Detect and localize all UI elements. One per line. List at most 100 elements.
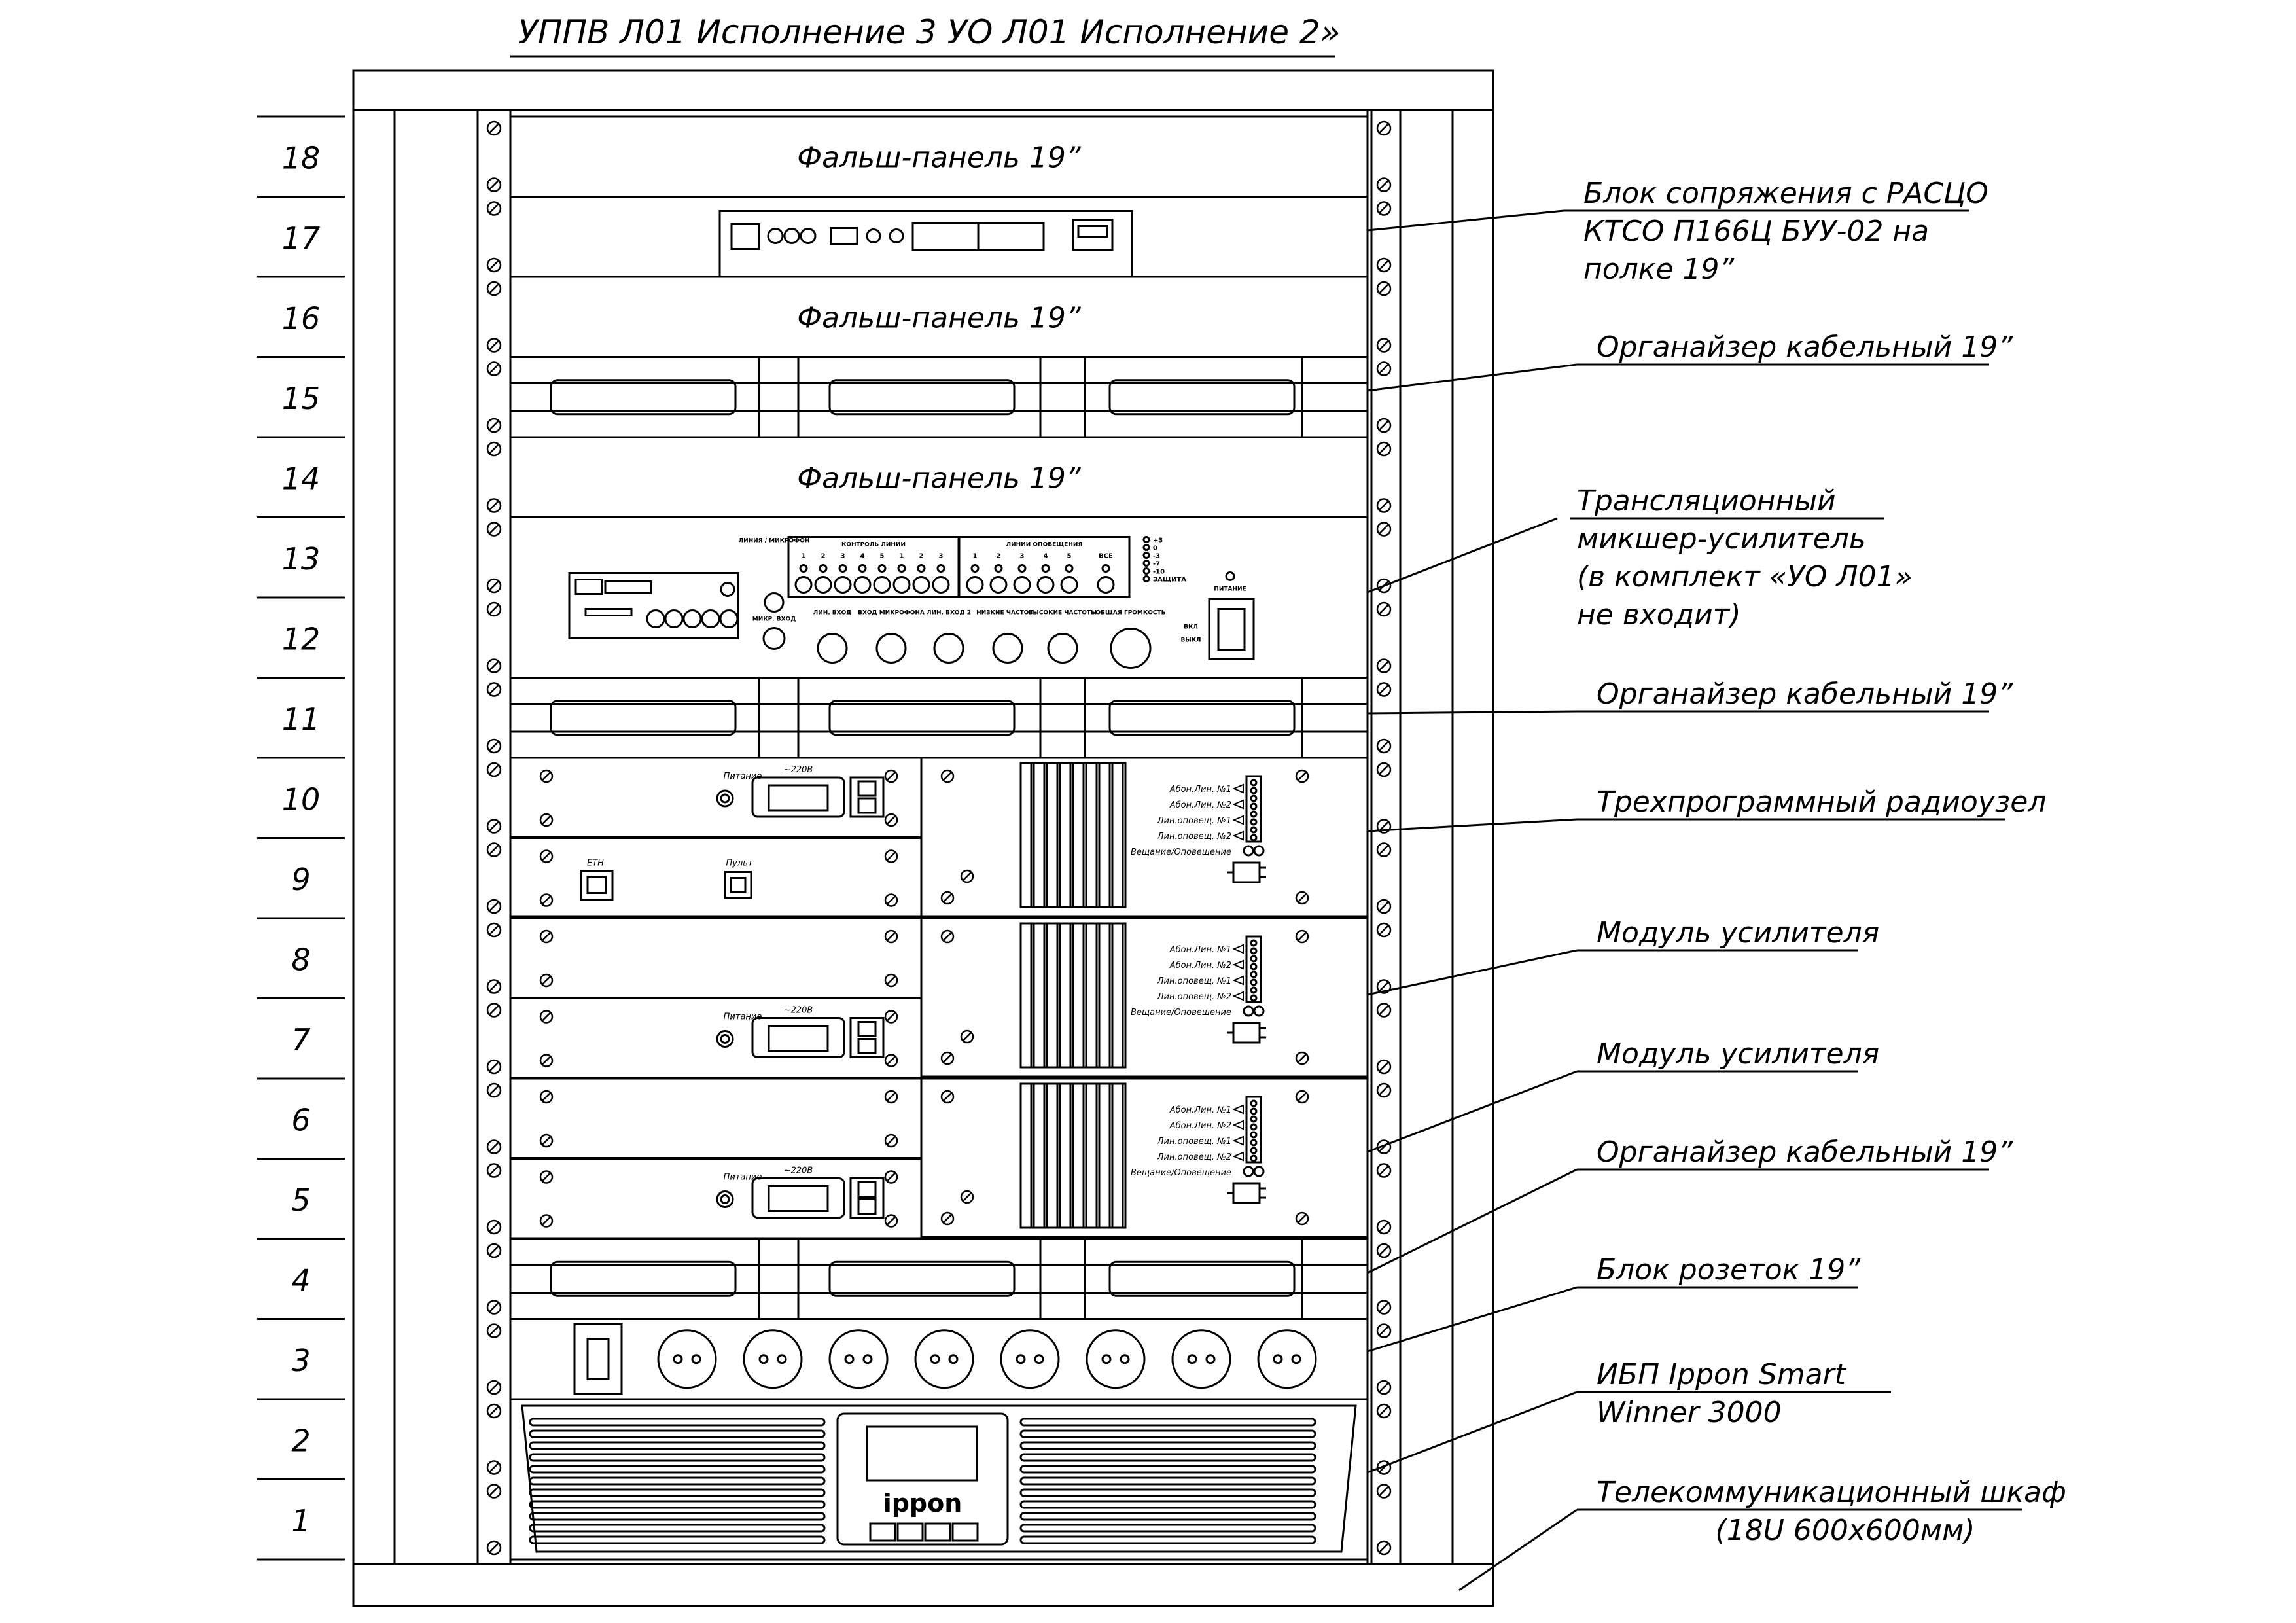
- channel-b-led-icon: [994, 564, 1003, 573]
- mp3-button-icon: [719, 609, 739, 628]
- knob-label: ОБЩАЯ ГРОМКОСТЬ: [1095, 610, 1165, 616]
- callout: Трехпрограммный радиоузел: [1367, 785, 2046, 832]
- terminal-screw-icon: [1250, 1107, 1258, 1115]
- rail-screw-icon: [1376, 522, 1392, 537]
- terminal-screw-icon: [1250, 947, 1258, 955]
- iec-inlet-inner: [768, 1025, 829, 1052]
- callout-leader: [1367, 710, 1578, 715]
- control-lines-label: КОНТРОЛЬ ЛИНИИ: [841, 542, 906, 548]
- rasco-connector-icon: [1072, 219, 1114, 251]
- rasco-led-icon: [800, 228, 817, 244]
- rail-screw-icon: [486, 498, 502, 513]
- all-led-icon: [1101, 564, 1110, 573]
- socket-pin-icon: [844, 1354, 855, 1364]
- channel-a-led-icon: [897, 564, 906, 573]
- rail-screw-icon: [486, 1059, 502, 1075]
- rail-screw-icon: [486, 922, 502, 938]
- socket-pin-icon: [673, 1354, 683, 1364]
- power-label: ПИТАНИЕ: [1214, 586, 1246, 593]
- power-socket-icon: [1086, 1329, 1146, 1389]
- cable-organizer: [509, 1238, 1369, 1320]
- power-led-core-icon: [720, 793, 730, 804]
- screw-icon: [960, 869, 974, 883]
- rail-screw-icon: [1376, 1403, 1392, 1419]
- rail-screw-icon: [486, 1300, 502, 1315]
- rail-screw-icon: [486, 1484, 502, 1499]
- ups-vent-slot: [1019, 1500, 1316, 1509]
- heatsink-fin: [1019, 922, 1033, 1069]
- module-right-panel: [920, 757, 1369, 918]
- module-switch-top: [857, 1181, 877, 1198]
- channel-a-number: 3: [939, 553, 944, 560]
- eth-label: ETH: [587, 859, 604, 868]
- callout-leader: [1367, 517, 1558, 594]
- terminal-screw-icon: [1250, 794, 1258, 802]
- rail-screw-icon: [1376, 498, 1392, 513]
- rail-screw-icon: [1376, 601, 1392, 617]
- rail-screw-icon: [1376, 257, 1392, 273]
- callout-leader: [1367, 1391, 1578, 1474]
- indicator-led-icon: [1142, 552, 1150, 559]
- callout-text: Органайзер кабельный 19”: [1597, 330, 2013, 364]
- channel-b-number: 2: [997, 553, 1001, 560]
- terminal-screw-icon: [1250, 834, 1258, 842]
- ups-vent-slot: [1019, 1453, 1316, 1462]
- ups-button: [924, 1522, 951, 1542]
- organizer-slot: [1108, 1260, 1296, 1297]
- heatsink-fin: [1046, 762, 1059, 908]
- module-right-panel: [920, 917, 1369, 1078]
- heatsink-fin: [1098, 762, 1111, 908]
- mp3-display: [604, 580, 652, 594]
- terminal-screw-icon: [1250, 826, 1258, 834]
- power-socket-icon: [828, 1329, 889, 1389]
- unit-number: 7: [291, 1022, 310, 1058]
- rail-screw-icon: [486, 1003, 502, 1018]
- rail-screw-icon: [1376, 1003, 1392, 1018]
- module-left-panel: [509, 1077, 923, 1159]
- output-terminal-block: [1245, 935, 1262, 1003]
- sd-slot-icon: [584, 608, 633, 616]
- rail-screw-icon: [1376, 418, 1392, 433]
- rail-screw-icon: [486, 201, 502, 216]
- screw-icon: [539, 1170, 554, 1184]
- iec-inlet-icon: [751, 776, 845, 818]
- indicator-label: +3: [1153, 537, 1163, 544]
- heatsink: [1019, 1082, 1127, 1229]
- knob-icon: [1047, 633, 1078, 664]
- output-label: Лин.оповещ. №2: [1157, 992, 1231, 1002]
- screw-icon: [1295, 769, 1309, 783]
- terminal-screw-icon: [1250, 1099, 1258, 1107]
- indicator-led-icon: [1142, 544, 1150, 551]
- ups-vent-slot: [1019, 1441, 1316, 1450]
- output-label: Вещание/Оповещение: [1131, 1168, 1231, 1178]
- ups-vent-slot: [1019, 1512, 1316, 1521]
- output-arrow-icon: [1232, 815, 1244, 825]
- unit-number: 14: [282, 461, 321, 496]
- ups-vent-slot: [1019, 1524, 1316, 1533]
- channel-b-button-icon: [1060, 576, 1078, 594]
- heatsink: [1019, 762, 1127, 908]
- knob-label: ЛИН. ВХОД 2: [927, 610, 971, 616]
- ups-vent-slot: [529, 1465, 826, 1474]
- socket-pin-icon: [1291, 1354, 1301, 1364]
- heatsink-fin: [1098, 1082, 1111, 1229]
- callout-leader: [1367, 1070, 1578, 1153]
- ups-lcd: [866, 1425, 978, 1482]
- rail-screw-icon: [1376, 979, 1392, 994]
- mp3-button-icon: [701, 609, 720, 628]
- screw-icon: [940, 929, 955, 944]
- callout-text: Органайзер кабельный 19”: [1597, 1135, 2013, 1169]
- socket-pin-icon: [777, 1354, 787, 1364]
- screw-icon: [884, 849, 898, 863]
- screw-icon: [1295, 1090, 1309, 1104]
- ups-bezel: [521, 1404, 1357, 1553]
- module-left-panel: [509, 917, 923, 999]
- organizer-slot: [550, 1260, 737, 1297]
- rail-screw-icon: [486, 1540, 502, 1556]
- terminal-screw-icon: [1250, 787, 1258, 794]
- ups-vent-slot: [1019, 1429, 1316, 1438]
- indicator-label: -3: [1153, 553, 1160, 560]
- organizer-slot: [1108, 379, 1296, 416]
- channel-a-button-icon: [853, 576, 872, 594]
